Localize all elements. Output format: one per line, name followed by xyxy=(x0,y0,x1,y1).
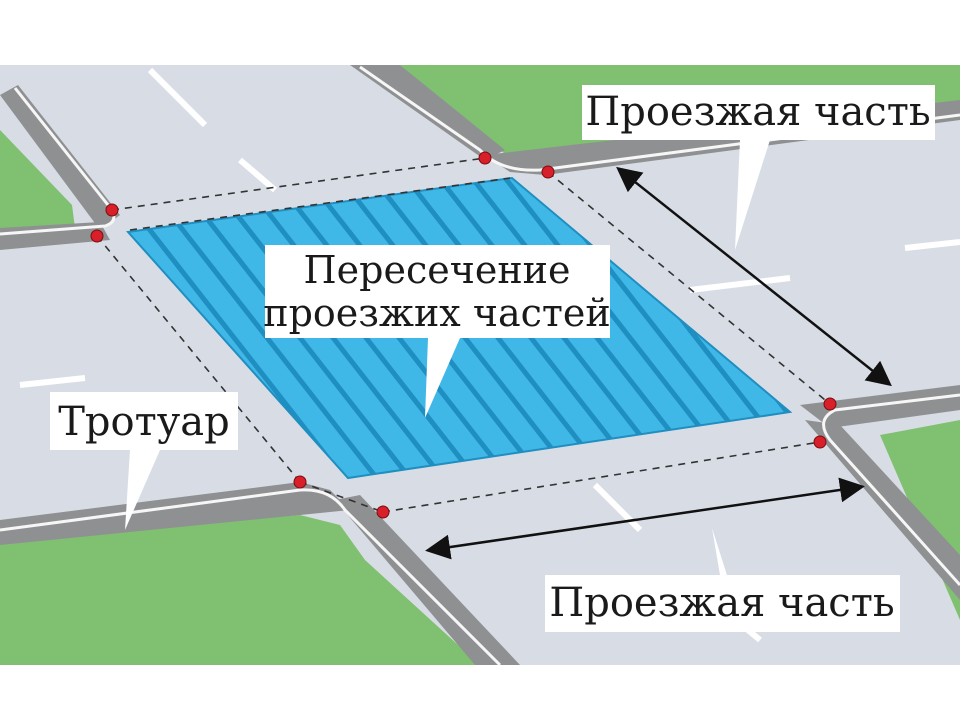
marker-dot xyxy=(105,203,119,217)
grass-top-left xyxy=(0,130,75,235)
callout-roadway-bottom: Проезжая часть xyxy=(545,528,900,632)
label-intersection-line2: проезжих частей xyxy=(263,291,610,335)
marker-dot xyxy=(823,397,837,411)
marker-dot xyxy=(541,165,555,179)
marker-dot xyxy=(376,505,390,519)
grass-bottom-left xyxy=(0,515,480,665)
marker-dot xyxy=(90,229,104,243)
callout-roadway-top: Проезжая часть xyxy=(582,85,935,250)
roadway-width-arrow-bottom xyxy=(425,477,865,560)
curb-markers xyxy=(90,151,837,519)
label-sidewalk: Тротуар xyxy=(58,399,229,445)
label-roadway-bottom: Проезжая часть xyxy=(549,580,894,626)
roadway-width-arrow-top xyxy=(616,166,892,387)
label-roadway-top: Проезжая часть xyxy=(585,89,930,135)
marker-dot xyxy=(813,435,827,449)
callout-sidewalk: Тротуар xyxy=(50,392,238,530)
marker-dot xyxy=(478,151,492,165)
callout-intersection: Пересечение проезжих частей xyxy=(263,245,611,418)
marker-dot xyxy=(293,475,307,489)
label-intersection-line1: Пересечение xyxy=(304,248,571,292)
